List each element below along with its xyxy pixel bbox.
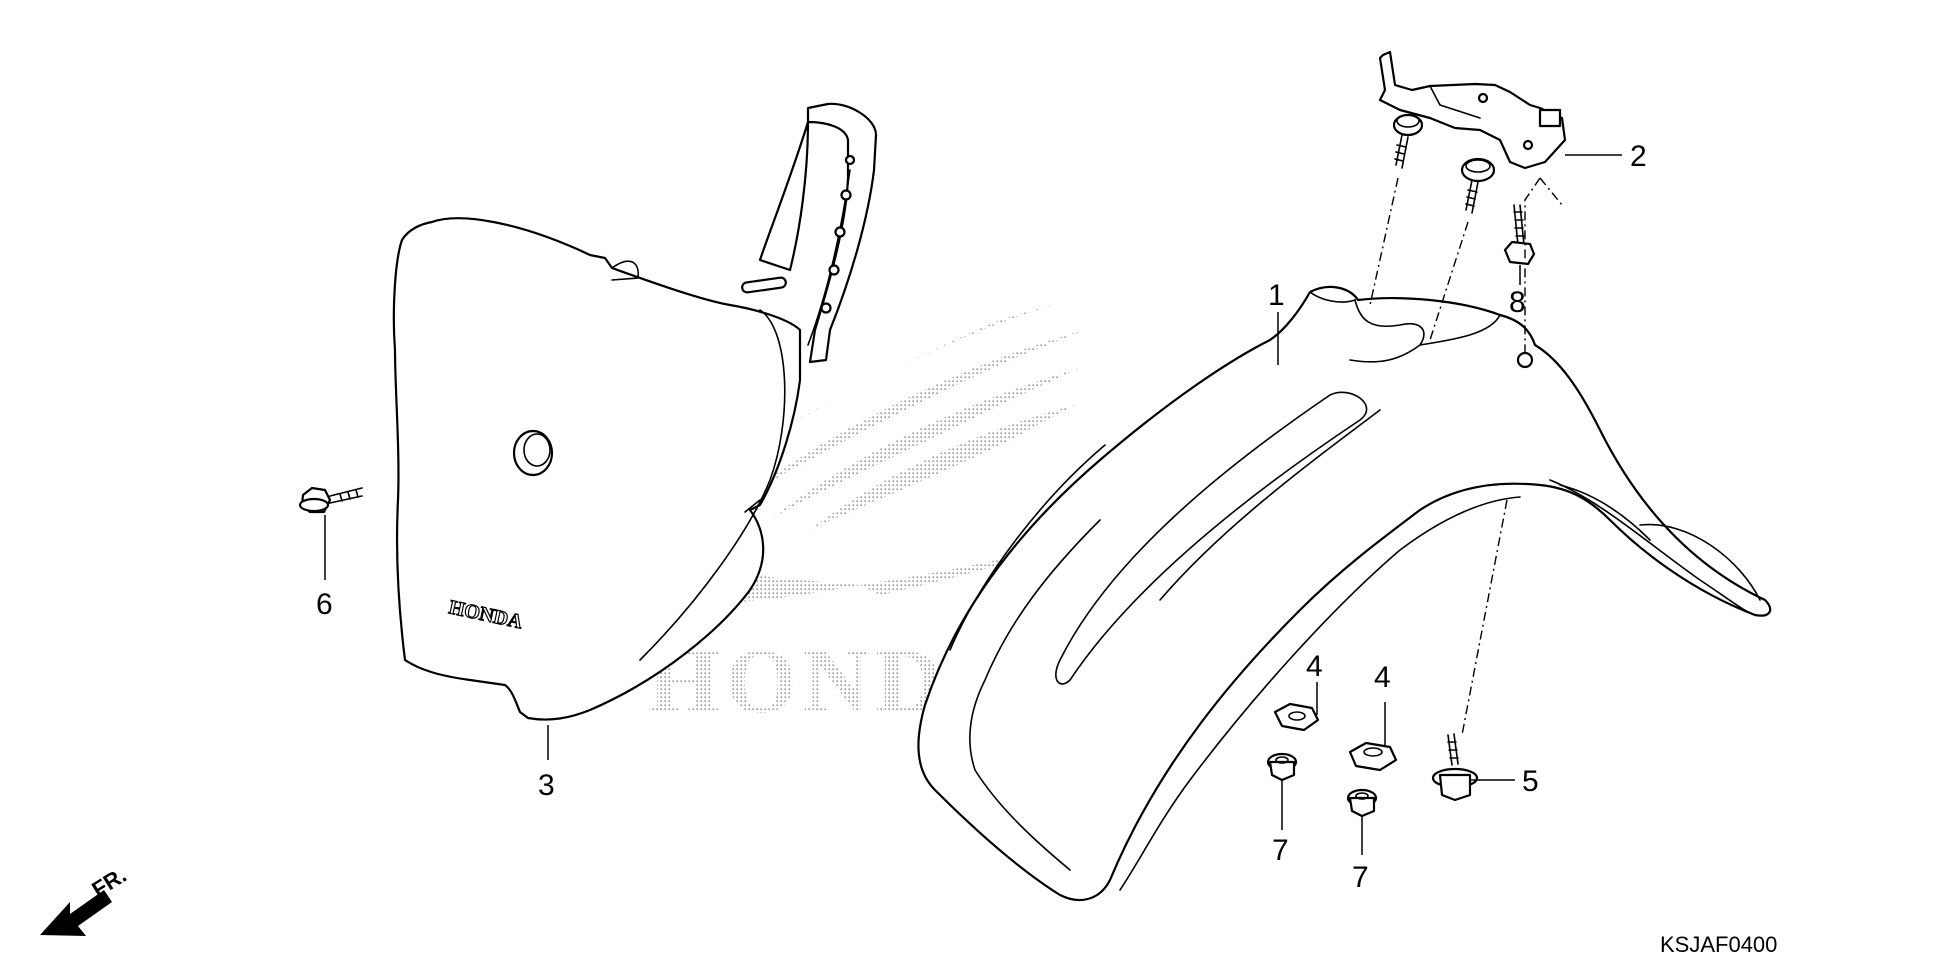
- bolt-5: [1431, 733, 1479, 802]
- callout-7-left: 7: [1272, 834, 1289, 867]
- leader-lines: [324, 154, 1622, 855]
- diagram-code: KSJAF0400: [1660, 932, 1777, 957]
- fender-stay-bracket: [1378, 50, 1567, 214]
- callout-5: 5: [1522, 765, 1539, 798]
- callout-8: 8: [1509, 286, 1526, 319]
- nut-7-right: [1346, 788, 1378, 818]
- front-fender: [917, 285, 1772, 902]
- nut-4-left: [1273, 702, 1320, 732]
- bolt-8: [1503, 204, 1536, 266]
- callout-3: 3: [538, 769, 555, 802]
- bolt-6: [298, 486, 363, 514]
- front-direction-arrow: FR.: [40, 862, 131, 936]
- callout-4-left: 4: [1306, 650, 1323, 683]
- nut-4-right: [1348, 741, 1398, 772]
- callout-2: 2: [1630, 140, 1647, 173]
- nut-7-left: [1266, 752, 1298, 782]
- front-number-plate: HONDA: [392, 102, 878, 721]
- assembly-lines: [1369, 177, 1563, 736]
- front-direction-label: FR.: [87, 862, 130, 902]
- callout-4-right: 4: [1374, 661, 1391, 694]
- callout-1: 1: [1268, 279, 1285, 312]
- callout-7-right: 7: [1352, 861, 1369, 894]
- callout-6: 6: [316, 588, 333, 621]
